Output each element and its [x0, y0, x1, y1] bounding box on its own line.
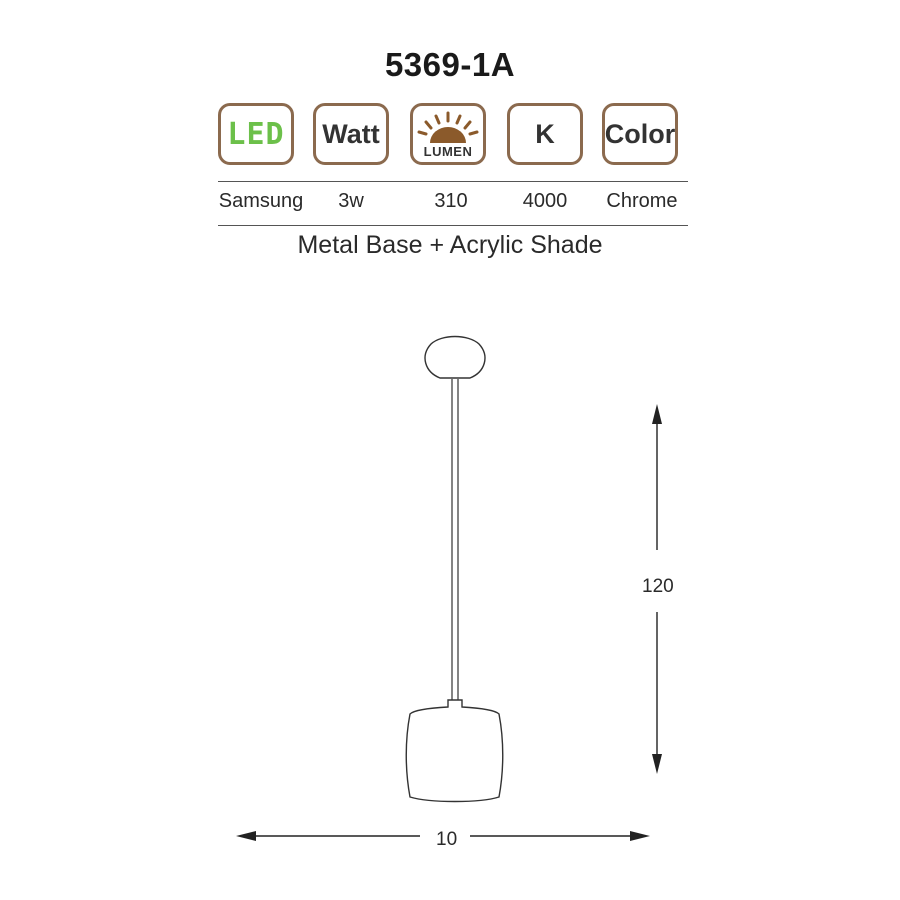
led-badge: LED — [218, 103, 294, 165]
materials-text: Metal Base + Acrylic Shade — [297, 231, 603, 259]
height-arrow-top — [652, 404, 662, 424]
spec-top-rule — [218, 181, 688, 182]
spec-kelvin: 4000 — [522, 190, 568, 212]
kelvin-label: K — [535, 118, 555, 149]
sun-icon — [417, 111, 479, 143]
watt-label: Watt — [322, 118, 380, 149]
lumen-label: LUMEN — [423, 144, 473, 159]
width-arrow-right — [630, 831, 650, 841]
height-arrow-bottom — [652, 754, 662, 774]
spec-bottom-rule — [218, 225, 688, 226]
model-title: 5369-1A — [384, 46, 516, 83]
kelvin-badge: K — [507, 103, 583, 165]
color-label: Color — [604, 118, 676, 149]
lumen-badge: LUMEN — [410, 103, 486, 165]
led-label: LED — [227, 116, 285, 152]
color-badge: Color — [602, 103, 678, 165]
width-dimension-label: 10 — [436, 829, 458, 850]
spec-color: Chrome — [606, 190, 678, 212]
watt-badge: Watt — [313, 103, 389, 165]
width-arrow-left — [236, 831, 256, 841]
spec-lumen: 310 — [434, 190, 468, 212]
lamp-shade — [405, 699, 504, 803]
ceiling-canopy — [424, 335, 486, 379]
spec-brand: Samsung — [218, 190, 304, 212]
spec-watt: 3w — [338, 190, 364, 212]
height-dimension-label: 120 — [642, 576, 674, 597]
